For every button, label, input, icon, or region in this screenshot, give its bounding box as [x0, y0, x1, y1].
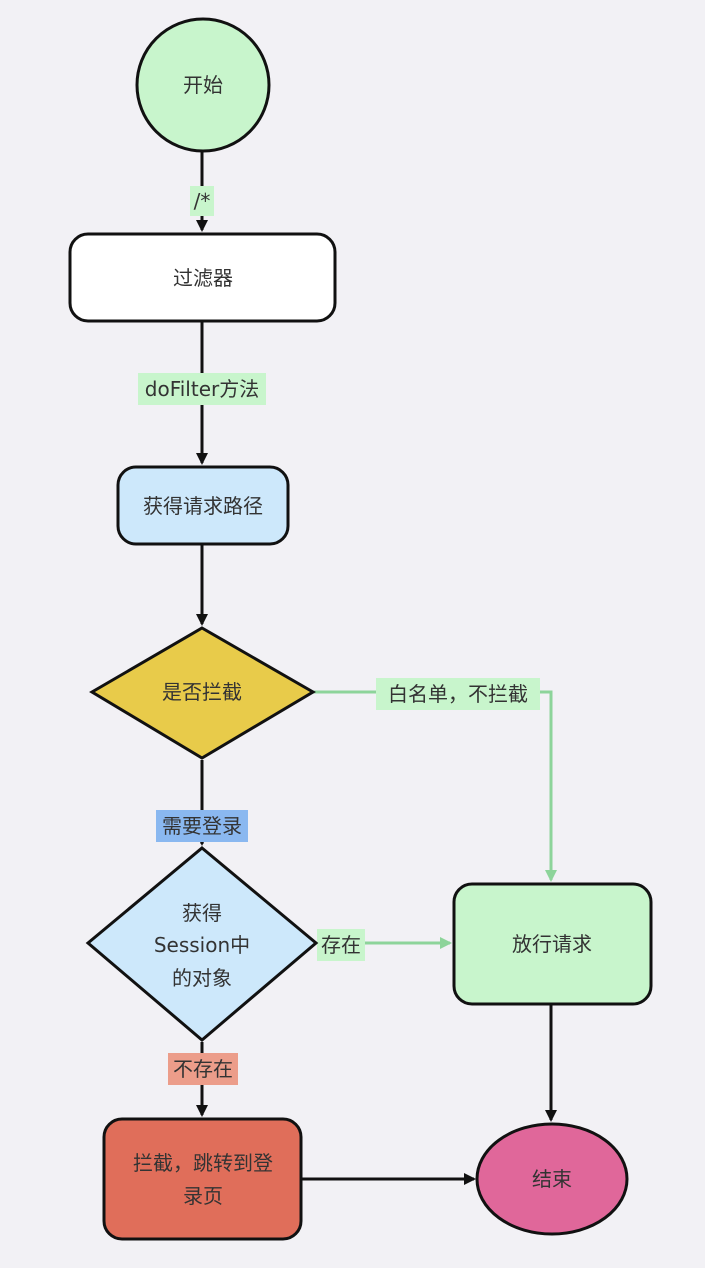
edge-label-text: /* [194, 189, 211, 213]
edge-label-text: 存在 [321, 933, 361, 957]
edge-label-need-login: 需要登录 [156, 810, 248, 842]
node-label: 结束 [532, 1167, 572, 1191]
edge-label-whitelist: 白名单，不拦截 [376, 678, 540, 710]
node-intercept-check: 是否拦截 [89, 626, 316, 760]
node-label: 放行请求 [512, 932, 592, 956]
edge-label-start-filter: /* [190, 186, 214, 216]
node-get-path: 获得请求路径 [116, 465, 290, 546]
edge-label-exists: 存在 [317, 929, 365, 961]
edge-whitelist [313, 690, 557, 882]
node-label-line: 获得 [182, 901, 222, 925]
node-redirect-login: 拦截，跳转到登 录页 [102, 1117, 303, 1241]
node-label-line: 拦截，跳转到登 [133, 1151, 273, 1175]
node-filter: 过滤器 [68, 232, 337, 323]
node-session-check: 获得 Session中 的对象 [85, 846, 319, 1042]
node-label-line: 录页 [183, 1184, 223, 1208]
node-end: 结束 [475, 1122, 629, 1236]
edge-label-not-exists: 不存在 [168, 1053, 238, 1085]
node-start: 开始 [135, 17, 271, 153]
node-label: 是否拦截 [162, 680, 242, 704]
node-release: 放行请求 [452, 882, 653, 1006]
edge-label-filter-path: doFilter方法 [138, 373, 266, 405]
node-label-line: 的对象 [172, 966, 232, 990]
node-label: 开始 [183, 73, 223, 97]
node-label-line: Session中 [154, 933, 250, 957]
node-label: 获得请求路径 [143, 494, 263, 518]
edge-label-text: 不存在 [173, 1057, 233, 1081]
node-label: 过滤器 [173, 266, 233, 290]
edge-label-text: doFilter方法 [145, 377, 259, 401]
edge-label-text: 白名单，不拦截 [388, 682, 528, 706]
edge-label-text: 需要登录 [162, 814, 242, 838]
